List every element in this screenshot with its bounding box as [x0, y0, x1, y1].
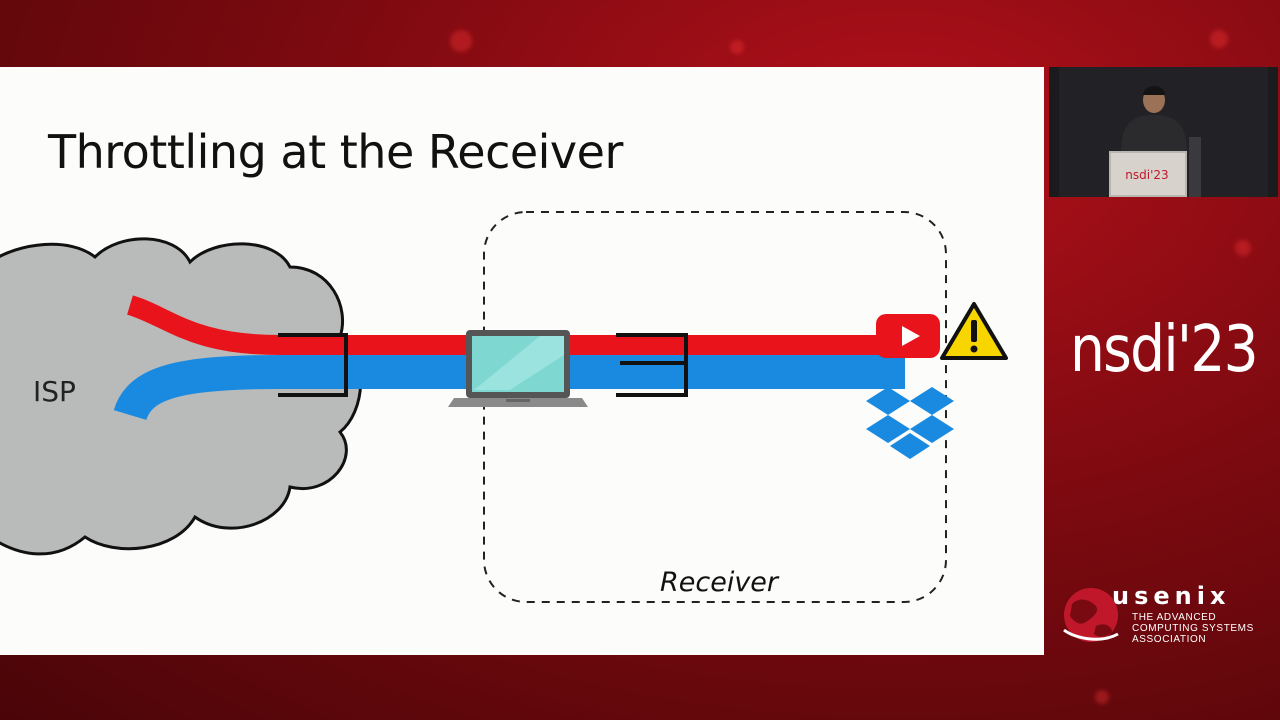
background-light [730, 40, 744, 54]
usenix-tagline-line: COMPUTING SYSTEMS [1132, 623, 1254, 634]
podium-sign: nsdi'23 [1125, 168, 1168, 182]
usenix-wordmark: usenix [1112, 582, 1231, 610]
speaker-hair [1143, 86, 1165, 95]
queue-bracket-icon [616, 333, 688, 397]
isp-label: ISP [33, 375, 76, 408]
youtube-icon [876, 314, 940, 358]
throttling-diagram: ISP Receiver [0, 211, 1008, 603]
background-light [450, 30, 472, 52]
background-light [1235, 240, 1251, 256]
isp-cloud [0, 237, 363, 556]
receiver-label: Receiver [660, 567, 780, 598]
background-light [1095, 690, 1109, 704]
slide-title: Throttling at the Receiver [48, 125, 623, 179]
speaker-scene: nsdi'23 [1049, 67, 1278, 197]
speaker-video: nsdi'23 [1049, 67, 1278, 197]
queue-bracket-icon [278, 333, 348, 397]
dropbox-icon [866, 387, 954, 459]
laptop-icon [448, 330, 588, 407]
warning-icon [940, 302, 1008, 360]
background-light [1210, 30, 1228, 48]
speaker-body [1121, 115, 1187, 153]
presentation-slide: Throttling at the Receiver ISP Receiver [0, 67, 1044, 655]
nsdi-logo: nsdi'23 [1070, 313, 1259, 387]
usenix-tagline-line: THE ADVANCED [1132, 612, 1217, 623]
usenix-globe-icon [1063, 588, 1119, 642]
usenix-tagline: THE ADVANCED COMPUTING SYSTEMS ASSOCIATI… [1132, 612, 1272, 645]
red-flow [126, 295, 880, 355]
blue-flow [113, 355, 905, 422]
usenix-tagline-line: ASSOCIATION [1132, 634, 1207, 645]
